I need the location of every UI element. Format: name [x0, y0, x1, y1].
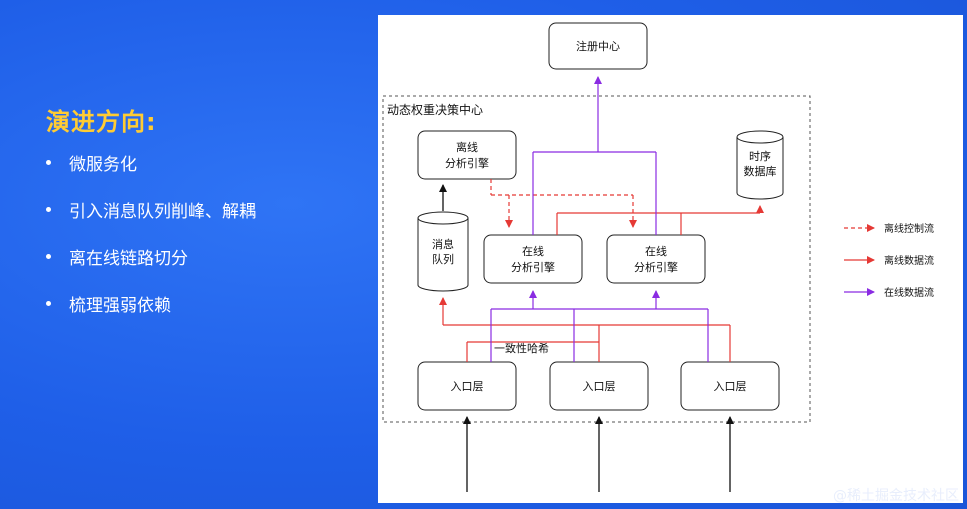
- slide-heading: 演进方向:: [46, 108, 157, 136]
- watermark-text: @稀土掘金技术社区: [833, 488, 959, 504]
- offline-control-flow: [490, 179, 637, 228]
- svg-text:数据库: 数据库: [744, 164, 777, 178]
- online-engine-node-2: 在线 分析引擎: [606, 234, 706, 284]
- bullet-dot-icon: [46, 300, 51, 306]
- svg-text:分析引擎: 分析引擎: [634, 260, 678, 274]
- bullet-list: 微服务化 引入消息队列削峰、解耦 离在线链路切分 梳理强弱依赖: [46, 150, 256, 338]
- svg-text:离线: 离线: [456, 140, 478, 154]
- consistent-hash-label: 一致性哈希: [494, 341, 549, 355]
- legend-online-data: 在线数据流: [884, 286, 934, 299]
- entry-layer-node-1: 入口层: [417, 361, 517, 411]
- offline-engine-node: 离线 分析引擎: [417, 130, 517, 180]
- bullet-item: 引入消息队列削峰、解耦: [46, 197, 256, 222]
- svg-text:分析引擎: 分析引擎: [445, 156, 489, 170]
- bullet-item: 离在线链路切分: [46, 244, 256, 269]
- svg-text:队列: 队列: [432, 252, 454, 266]
- bullet-item: 微服务化: [46, 150, 256, 175]
- svg-text:入口层: 入口层: [714, 380, 747, 393]
- svg-text:在线: 在线: [645, 244, 667, 258]
- legend: 离线控制流 离线数据流 在线数据流: [844, 222, 934, 299]
- architecture-diagram: 动态权重决策中心 注册中心 离线 分析引擎 时序 数据库 消息 队列: [382, 22, 934, 492]
- architecture-diagram-panel: 动态权重决策中心 注册中心 离线 分析引擎 时序 数据库 消息 队列: [378, 15, 963, 503]
- svg-text:消息: 消息: [432, 237, 454, 251]
- legend-offline-control: 离线控制流: [884, 222, 934, 235]
- legend-offline-data: 离线数据流: [884, 254, 934, 267]
- bullet-item: 梳理强弱依赖: [46, 291, 256, 316]
- decision-center-title: 动态权重决策中心: [387, 102, 483, 117]
- message-queue-node: 消息 队列: [417, 211, 469, 292]
- svg-text:入口层: 入口层: [583, 380, 616, 393]
- tsdb-node: 时序 数据库: [736, 130, 784, 200]
- online-engine-node-1: 在线 分析引擎: [483, 234, 583, 284]
- slide-text-area: 演进方向: 微服务化 引入消息队列削峰、解耦 离在线链路切分 梳理强弱依赖: [0, 0, 375, 509]
- bullet-dot-icon: [46, 206, 51, 212]
- entry-layer-node-3: 入口层: [680, 361, 780, 411]
- svg-text:注册中心: 注册中心: [576, 39, 620, 53]
- svg-text:分析引擎: 分析引擎: [511, 260, 555, 274]
- bullet-dot-icon: [46, 159, 51, 165]
- online-data-flow: [490, 76, 709, 362]
- svg-text:在线: 在线: [522, 244, 544, 258]
- entry-layer-node-2: 入口层: [549, 361, 649, 411]
- bullet-dot-icon: [46, 253, 51, 259]
- incoming-traffic-arrows: [439, 184, 734, 492]
- registry-node: 注册中心: [548, 22, 648, 70]
- svg-text:时序: 时序: [749, 149, 771, 163]
- svg-text:入口层: 入口层: [451, 380, 484, 393]
